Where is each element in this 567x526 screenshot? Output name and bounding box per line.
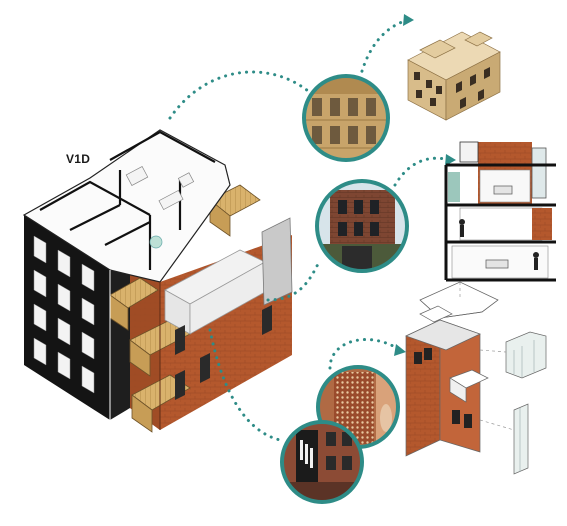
brick-facade-windows xyxy=(175,305,272,400)
section-view xyxy=(444,141,556,282)
unit-label: V1D xyxy=(66,152,91,166)
connector-to-circle-1 xyxy=(168,70,320,120)
photo-circle-building-signage xyxy=(280,420,364,504)
photo-circle-timber-facade xyxy=(302,74,390,162)
wooden-model xyxy=(407,31,501,121)
connector-circle2-to-section xyxy=(393,156,452,187)
roof-floor-plan xyxy=(22,129,231,283)
glass-bay xyxy=(261,217,293,306)
connector-circle3-to-explode xyxy=(328,338,402,370)
connector-to-circle-2 xyxy=(266,258,322,302)
dotted-arrow-icon xyxy=(394,14,456,356)
main-building-axonometric xyxy=(22,129,293,433)
exploded-axonometric xyxy=(405,281,547,475)
black-facade-right xyxy=(110,258,130,420)
photo-circle-brick-street xyxy=(315,179,409,273)
connector-circle1-to-model xyxy=(358,18,410,80)
dotted-connectors xyxy=(168,18,452,442)
black-facade-windows xyxy=(33,235,95,394)
floor-plan-fixtures xyxy=(125,166,195,249)
black-facade-left xyxy=(24,215,110,420)
